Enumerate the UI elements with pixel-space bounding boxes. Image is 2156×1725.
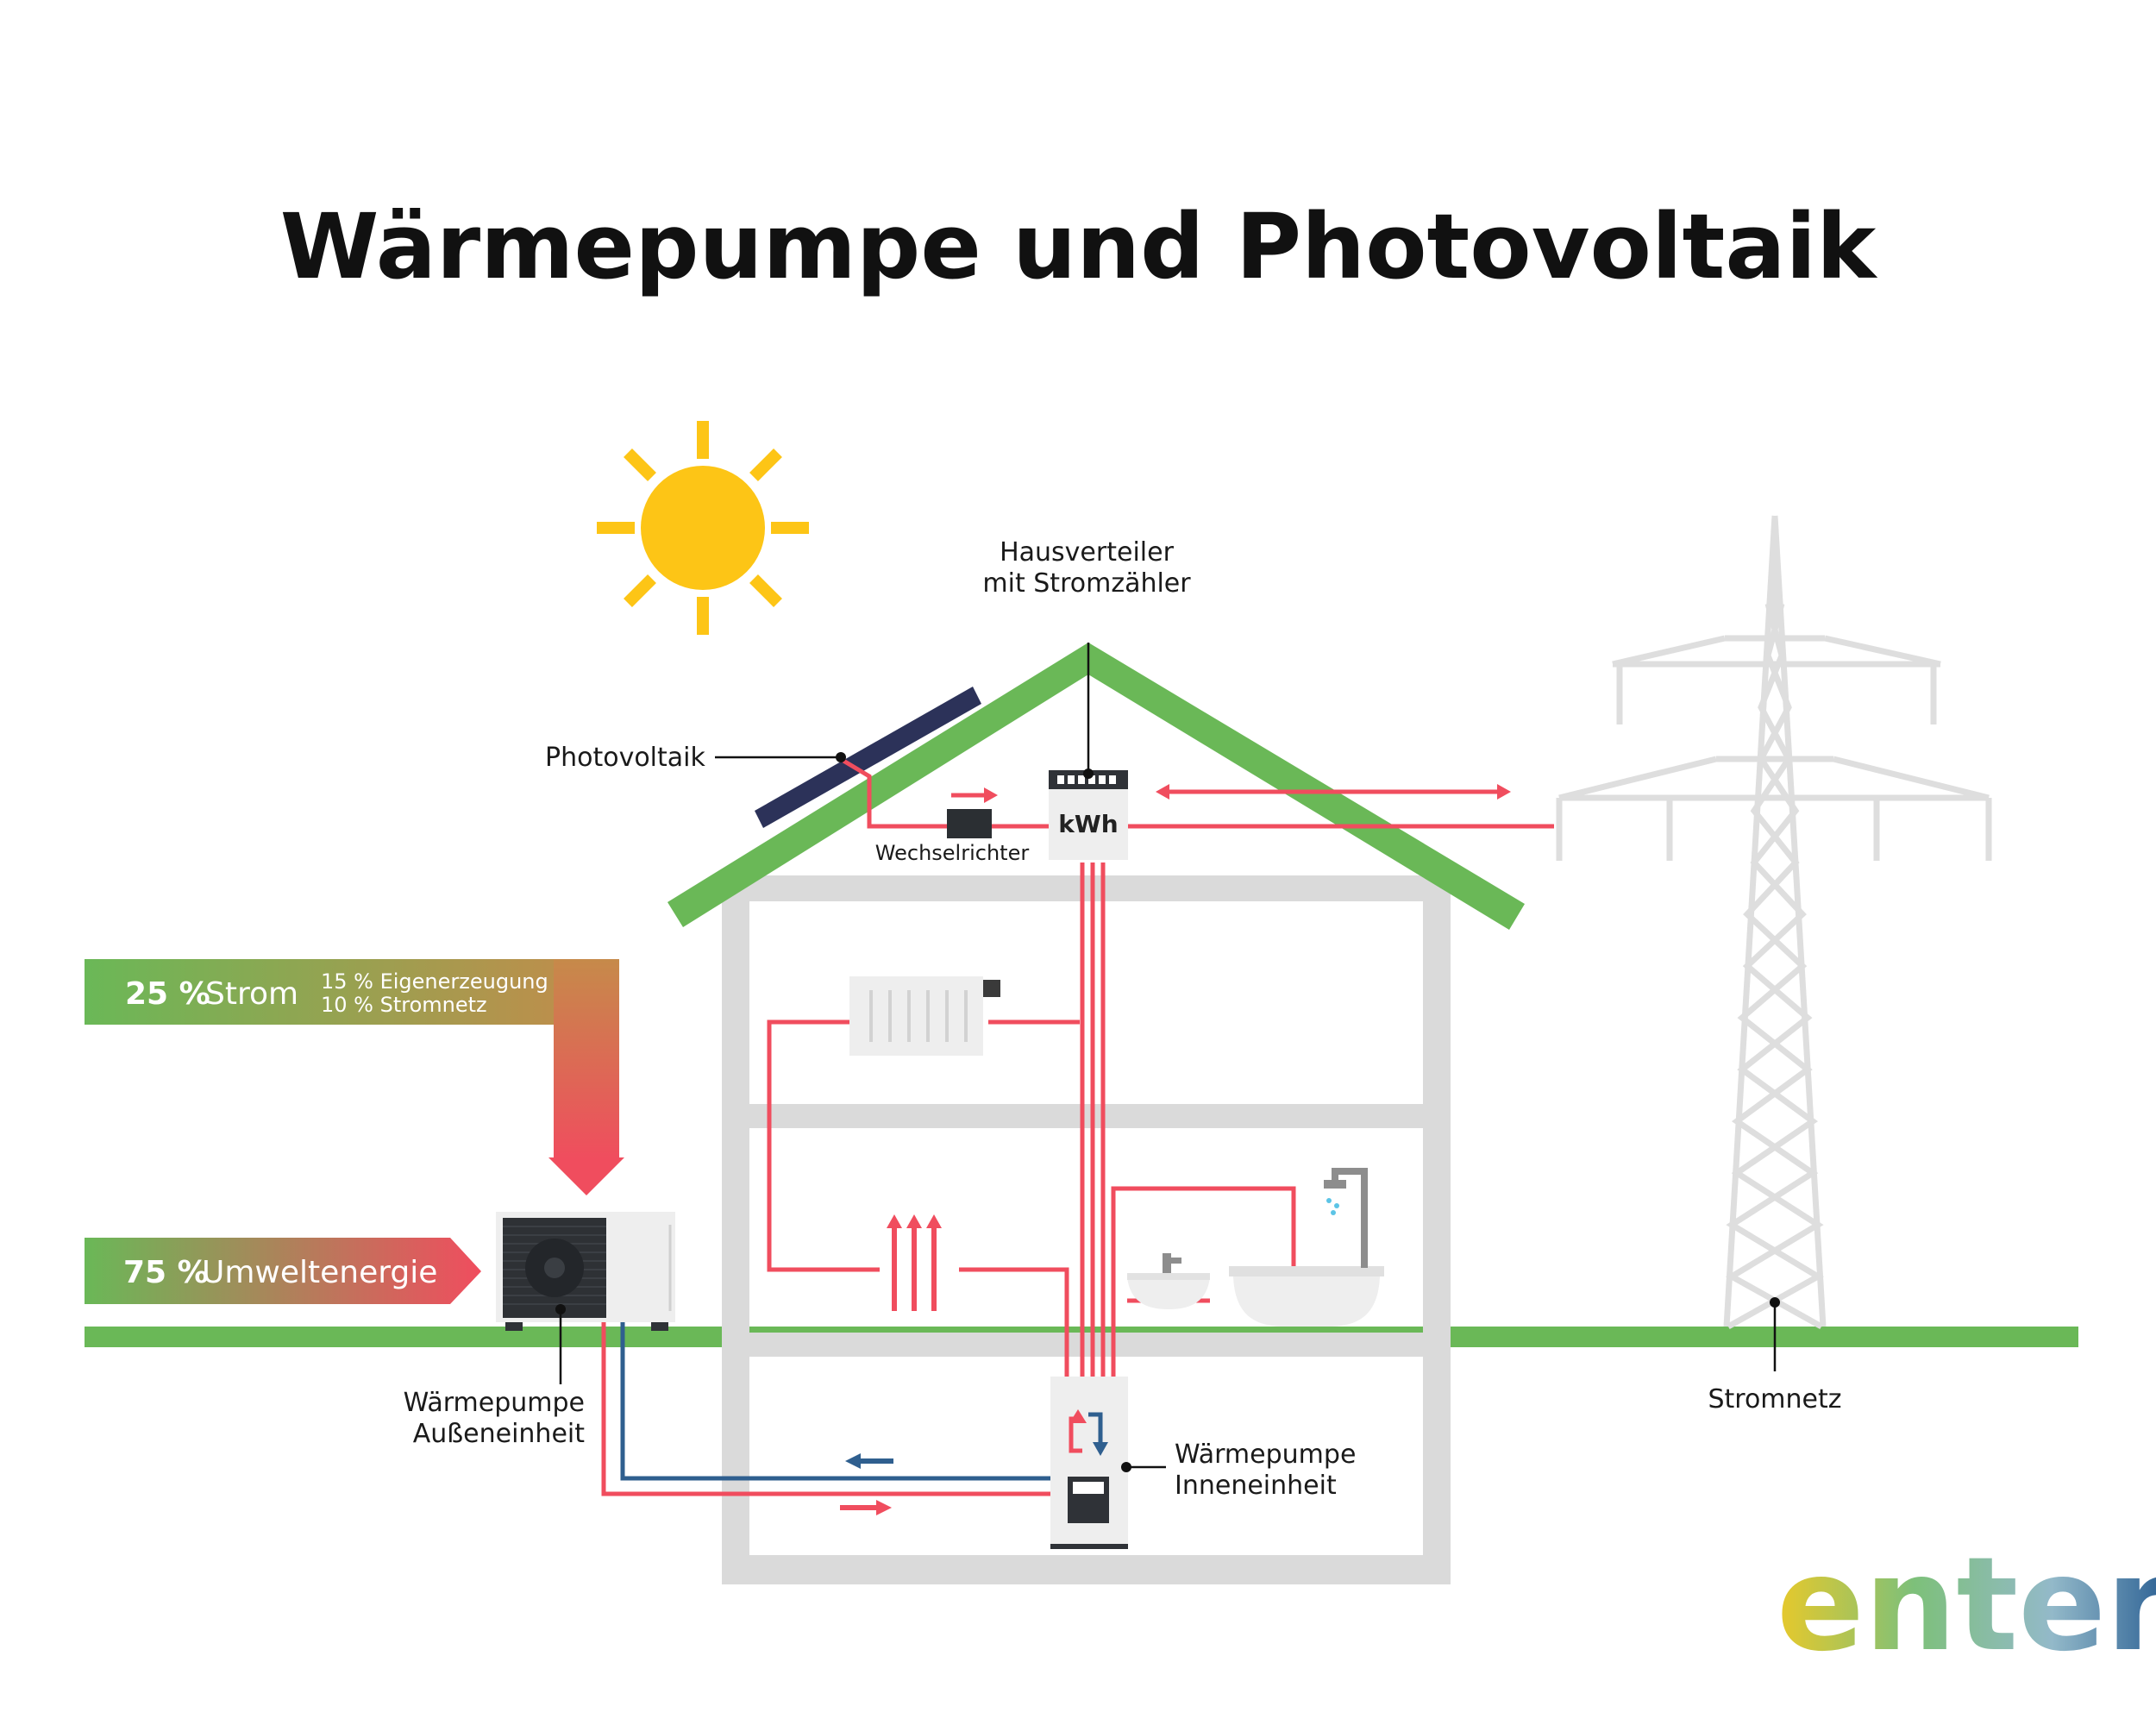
- power-pylon-icon: [1556, 515, 1992, 1330]
- umwelt-energy-bar: [85, 1238, 481, 1304]
- label-outdoor-line2: Außeneinheit: [413, 1419, 586, 1449]
- radiator-icon: [849, 976, 1000, 1056]
- page-title: Wärmepumpe und Photovoltaik: [280, 194, 1878, 299]
- inverter-icon: [947, 809, 992, 838]
- sink-icon: [1127, 1253, 1210, 1309]
- flow-arrows: [840, 784, 1511, 1515]
- house-structure: [722, 875, 1451, 1584]
- strom-energy-bar: [85, 959, 624, 1195]
- label-indoor-line1: Wärmepumpe: [1175, 1440, 1356, 1470]
- label-photovoltaik: Photovoltaik: [545, 743, 706, 773]
- label-stromnetz: Stromnetz: [1708, 1384, 1841, 1414]
- shower-icon: [1324, 1168, 1368, 1268]
- label-outdoor-line1: Wärmepumpe: [404, 1388, 585, 1418]
- strom-detail-stromnetz: 10 % Stromnetz: [321, 993, 487, 1017]
- heat-pump-indoor-unit-icon: [1050, 1377, 1128, 1549]
- strom-detail-eigenerzeugung: 15 % Eigenerzeugung: [321, 969, 548, 994]
- strom-percent: 25 %: [125, 976, 210, 1012]
- logo-letter-e1: e: [1777, 1530, 1865, 1680]
- solar-panel-icon: [755, 687, 981, 828]
- label-hausverteiler-line2: mit Stromzähler: [982, 568, 1191, 599]
- label-hausverteiler-line1: Hausverteiler: [1000, 537, 1174, 568]
- logo-letter-t: t: [1957, 1530, 2019, 1680]
- logo-letter-r: r: [2106, 1530, 2156, 1680]
- strom-label: Strom: [205, 976, 298, 1012]
- photovoltaik-pointer-dot: [836, 752, 846, 762]
- bathtub-icon: [1229, 1266, 1384, 1327]
- logo-letter-e2: e: [2018, 1530, 2106, 1680]
- umwelt-percent: 75 %: [123, 1255, 209, 1290]
- logo-letter-n: n: [1865, 1530, 1957, 1680]
- refrigerant-pipe-blue: [620, 1320, 1050, 1481]
- heat-pump-outdoor-unit-icon: [496, 1212, 675, 1331]
- enter-logo: enter: [1777, 1530, 2156, 1680]
- umwelt-label: Umweltenergie: [202, 1255, 437, 1290]
- sun-icon: [597, 421, 809, 635]
- label-wechselrichter: Wechselrichter: [875, 841, 1030, 865]
- electricity-meter-icon: [1049, 770, 1128, 860]
- label-indoor-line2: Inneneinheit: [1175, 1471, 1337, 1501]
- meter-kwh-label: kWh: [1058, 810, 1118, 838]
- power-wires: [601, 758, 1554, 1496]
